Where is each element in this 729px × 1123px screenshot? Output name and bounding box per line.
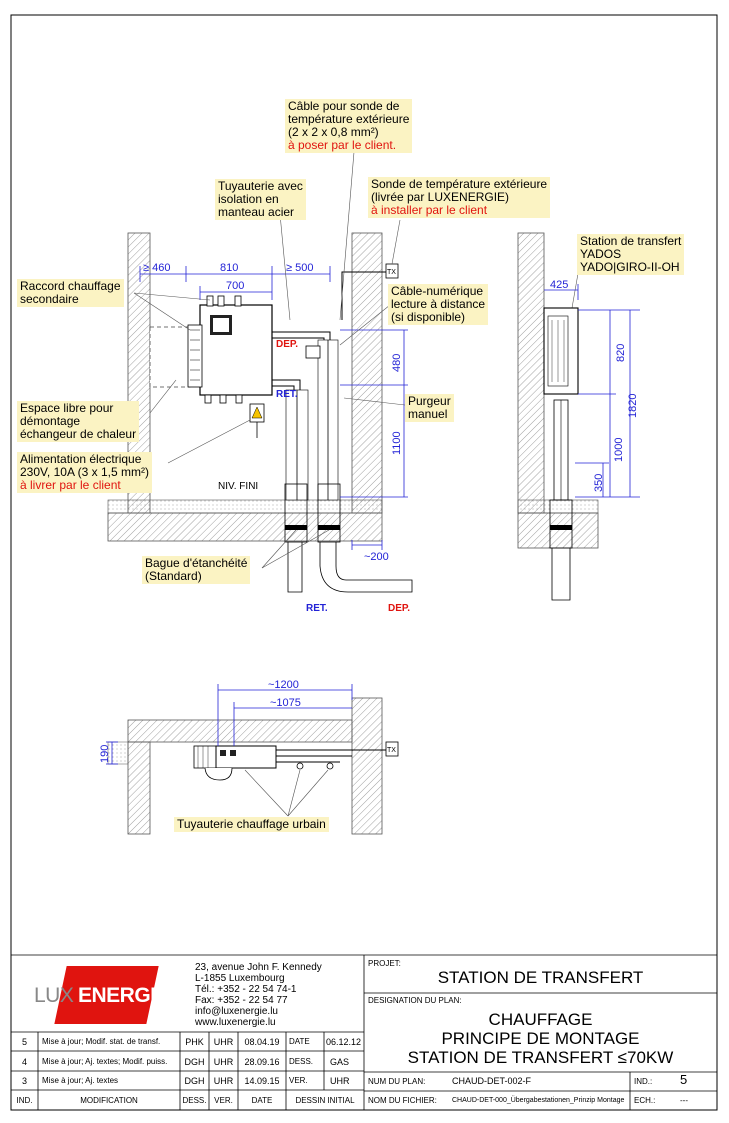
dim-top-1200: ~1200 <box>268 679 299 691</box>
dim-front-200: ~200 <box>364 551 389 563</box>
ver-value: UHR <box>330 1076 350 1086</box>
designation-title: CHAUFFAGE PRINCIPE DE MONTAGE STATION DE… <box>407 1010 674 1067</box>
title-block-lines <box>11 954 717 1110</box>
dessin-initial-label: DESSIN INITIAL <box>295 1096 355 1105</box>
warning-icon <box>251 406 263 419</box>
label-niv-fini: NIV. FINI <box>218 481 258 492</box>
ech-label: ECH.: <box>634 1096 656 1105</box>
label-dep-front: DEP. <box>276 339 298 350</box>
dess-value: GAS <box>330 1057 350 1067</box>
label-tx-front: TX <box>387 269 396 276</box>
logo-lux: LUX <box>34 984 74 1007</box>
date-label: DATE <box>289 1037 310 1046</box>
dim-top-1075: ~1075 <box>270 697 301 709</box>
logo-energie: ENERGIE <box>78 984 170 1007</box>
label-ret-bottom: RET. <box>306 603 328 614</box>
note-seal-ring: Bague d'étanchéité(Standard) <box>142 556 251 584</box>
dim-front-right: ≥ 500 <box>286 262 313 274</box>
front-view <box>107 151 581 817</box>
side-view <box>517 232 640 601</box>
dim-front-810: 810 <box>220 262 238 274</box>
ind-label: IND.: <box>634 1077 653 1086</box>
fichier-label: NOM DU FICHIER: <box>368 1096 437 1105</box>
floor-slab <box>107 512 383 542</box>
designation-label: DESIGNATION DU PLAN: <box>368 996 462 1005</box>
date-value: 06.12.12 <box>326 1037 362 1047</box>
floor-screed <box>107 499 383 514</box>
dim-front-1100: 1100 <box>391 431 403 455</box>
ech-value: --- <box>680 1096 688 1105</box>
dim-side-1820: 1820 <box>627 394 639 418</box>
dim-front-700: 700 <box>226 280 244 292</box>
label-tx-top: TX <box>387 747 396 754</box>
num-label: NUM DU PLAN: <box>368 1077 426 1086</box>
dim-side-350: 350 <box>593 474 605 492</box>
ver-label: VER. <box>289 1076 308 1085</box>
side-dimensions <box>544 284 640 498</box>
ind-value: 5 <box>680 1072 688 1087</box>
label-dep-bottom: DEP. <box>388 603 410 614</box>
dess-label: DESS. <box>289 1057 314 1066</box>
heat-exchanger <box>187 324 203 388</box>
projet-title: STATION DE TRANSFERT <box>437 968 644 987</box>
label-ret-front: RET. <box>276 389 298 400</box>
projet-label: PROJET: <box>368 959 401 968</box>
dim-front-left: ≥ 460 <box>143 262 170 274</box>
dim-side-820: 820 <box>615 344 627 362</box>
top-dimensions <box>106 684 353 765</box>
right-wall <box>351 232 383 514</box>
num-value: CHAUD-DET-002-F <box>452 1076 532 1086</box>
dim-top-190: 190 <box>99 745 111 763</box>
heat-meter <box>305 345 321 359</box>
front-dimensions <box>139 266 408 550</box>
dim-front-480: 480 <box>391 354 403 372</box>
top-view <box>106 684 399 835</box>
dim-side-1000: 1000 <box>613 438 625 462</box>
note-urban-piping: Tuyauterie chauffage urbain <box>174 817 329 832</box>
note-outdoor-sensor: Sonde de température extérieure(livrée p… <box>368 177 551 218</box>
dim-side-425: 425 <box>550 279 568 291</box>
fichier-value: CHAUD-DET-000_Übergabestationen_Prinzip … <box>452 1097 625 1104</box>
free-space-box <box>149 326 191 388</box>
logo-red-block <box>54 966 159 1024</box>
